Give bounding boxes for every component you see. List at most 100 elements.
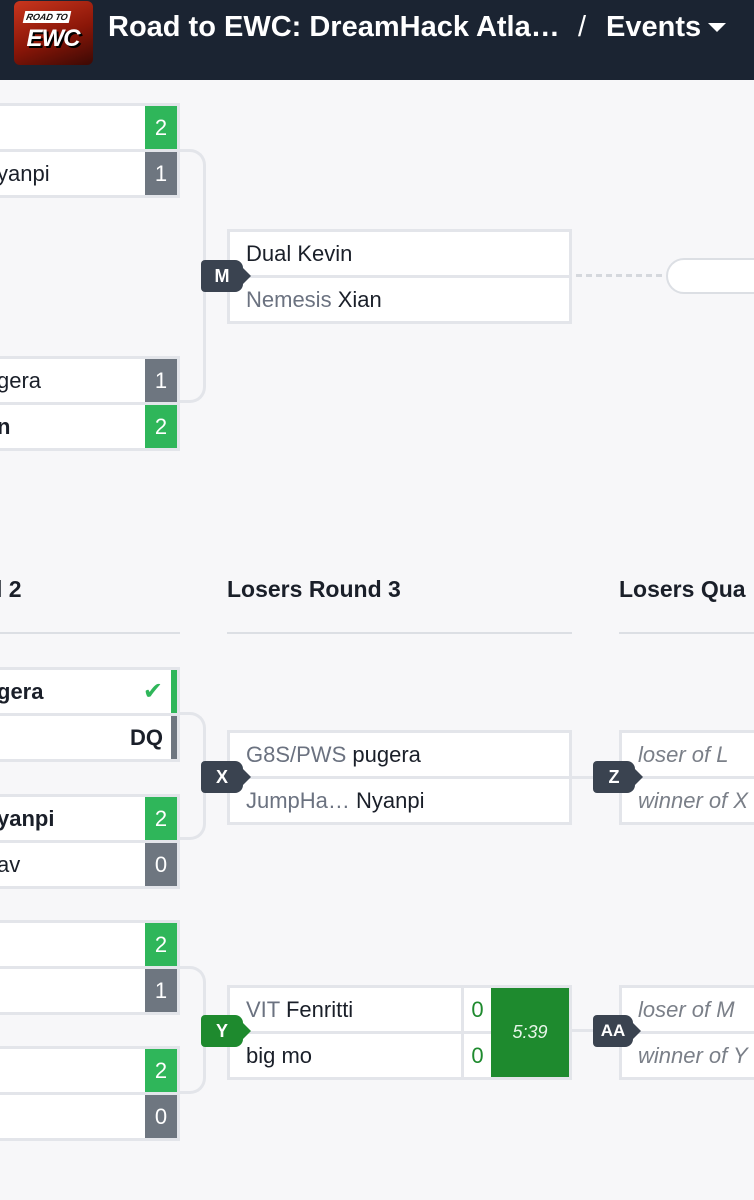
player-name: G8S/PWS pugera <box>246 742 421 767</box>
match-row: 2 <box>0 106 177 149</box>
winners-match-m[interactable]: Dual Kevin Nemesis Xian <box>227 229 572 324</box>
match-tag-y[interactable]: Y <box>201 1015 251 1047</box>
score: 2 <box>145 1049 177 1092</box>
logo-main-text: EWC <box>26 25 81 52</box>
match-row: av 0 <box>0 843 177 886</box>
app-header: ROAD TO EWC Road to EWC: DreamHack Atla…… <box>0 0 754 80</box>
score: 0 <box>145 843 177 886</box>
team-tag: JumpHa… <box>246 788 350 813</box>
loss-indicator <box>171 716 177 759</box>
dq-status: DQ <box>130 725 163 750</box>
match-row: gera 1 <box>0 359 177 402</box>
round-divider <box>0 632 180 634</box>
match-tag-z[interactable]: Z <box>593 761 643 793</box>
row-divider <box>230 776 569 779</box>
score: 0 <box>145 1095 177 1138</box>
round-title-losers-quarter: Losers Qua <box>619 576 746 602</box>
row-divider <box>0 966 177 969</box>
player-name: yanpi <box>0 161 50 186</box>
page-title[interactable]: Road to EWC: DreamHack Atla… <box>108 11 560 43</box>
win-indicator <box>171 670 177 713</box>
match-row: JumpHa… Nyanpi <box>230 779 569 822</box>
losers-match-left-e[interactable]: 2 1 <box>0 920 180 1015</box>
row-divider <box>0 840 177 843</box>
match-row: yanpi 1 <box>0 152 177 195</box>
row-divider <box>230 275 569 278</box>
losers-match-left-c[interactable]: gera ✔ DQ <box>0 667 180 762</box>
player-name: big mo <box>246 1043 313 1068</box>
pending-connector <box>576 274 662 277</box>
match-row: VIT Fenritti 0 <box>230 988 491 1031</box>
placeholder-player: winner of Y <box>638 1043 748 1068</box>
score: 1 <box>145 152 177 195</box>
score: 2 <box>145 405 177 448</box>
player-name: gera <box>0 679 44 704</box>
match-row: Dual Kevin <box>230 232 569 275</box>
match-row: yanpi 2 <box>0 797 177 840</box>
row-divider <box>622 1031 754 1034</box>
row-divider <box>0 149 177 152</box>
score: 0 <box>461 988 491 1031</box>
match-tag-m[interactable]: M <box>201 260 251 292</box>
match-row: 1 <box>0 969 177 1012</box>
score: 1 <box>145 969 177 1012</box>
placeholder-player: loser of L <box>638 742 729 767</box>
live-timer[interactable]: 5:39 <box>491 988 569 1077</box>
score: 2 <box>145 106 177 149</box>
player-name: Nemesis Xian <box>246 287 382 312</box>
match-row: n 2 <box>0 405 177 448</box>
match-tag-aa[interactable]: AA <box>593 1015 641 1047</box>
row-divider <box>0 1092 177 1095</box>
round-divider <box>619 632 754 634</box>
losers-match-y[interactable]: VIT Fenritti 0 big mo 0 5:39 <box>227 985 572 1080</box>
round-divider <box>227 632 572 634</box>
match-row: gera ✔ <box>0 670 177 713</box>
row-divider <box>0 402 177 405</box>
next-match-placeholder[interactable] <box>666 258 754 294</box>
placeholder-player: loser of M <box>638 997 735 1022</box>
player-name: gera <box>0 368 42 393</box>
player-name: Dual Kevin <box>246 241 353 266</box>
check-icon: ✔ <box>142 678 163 705</box>
event-logo[interactable]: ROAD TO EWC <box>14 1 93 65</box>
player-name: av <box>0 852 21 877</box>
match-row: winner of X <box>622 779 754 822</box>
losers-match-aa[interactable]: loser of M winner of Y <box>619 985 754 1080</box>
match-row: Nemesis Xian <box>230 278 569 321</box>
match-row: big mo 0 <box>230 1034 491 1077</box>
row-divider <box>230 1031 491 1034</box>
match-row: G8S/PWS pugera <box>230 733 569 776</box>
team-tag: G8S/PWS <box>246 742 347 767</box>
match-row: loser of M <box>622 988 754 1031</box>
score: 2 <box>145 923 177 966</box>
player-name: VIT Fenritti <box>246 997 354 1022</box>
events-dropdown[interactable]: Events <box>606 11 702 43</box>
score: 1 <box>145 359 177 402</box>
losers-match-left-f[interactable]: 2 0 <box>0 1046 180 1141</box>
match-row: winner of Y <box>622 1034 754 1077</box>
score: 2 <box>145 797 177 840</box>
match-row: 0 <box>0 1095 177 1138</box>
team-tag: VIT <box>246 997 280 1022</box>
winners-match-left-b[interactable]: gera 1 n 2 <box>0 356 180 451</box>
match-row: DQ <box>0 716 177 759</box>
logo-top-text: ROAD TO <box>22 11 72 23</box>
match-row: 2 <box>0 1049 177 1092</box>
breadcrumb-separator: / <box>578 11 587 43</box>
row-divider <box>0 713 177 716</box>
chevron-down-icon[interactable] <box>708 23 726 32</box>
round-title-losers-3: Losers Round 3 <box>227 576 401 602</box>
losers-match-x[interactable]: G8S/PWS pugera JumpHa… Nyanpi <box>227 730 572 825</box>
round-title-left: l 2 <box>0 576 22 602</box>
losers-match-left-d[interactable]: yanpi 2 av 0 <box>0 794 180 889</box>
player-name: n <box>0 414 11 439</box>
score: 0 <box>461 1034 491 1077</box>
match-row: 2 <box>0 923 177 966</box>
placeholder-player: winner of X <box>638 788 749 813</box>
match-tag-x[interactable]: X <box>201 761 251 793</box>
match-row: loser of L <box>622 733 754 776</box>
team-tag: Nemesis <box>246 287 332 312</box>
winners-match-left-a[interactable]: 2 yanpi 1 <box>0 103 180 198</box>
row-divider <box>622 776 754 779</box>
player-name: yanpi <box>0 806 55 831</box>
